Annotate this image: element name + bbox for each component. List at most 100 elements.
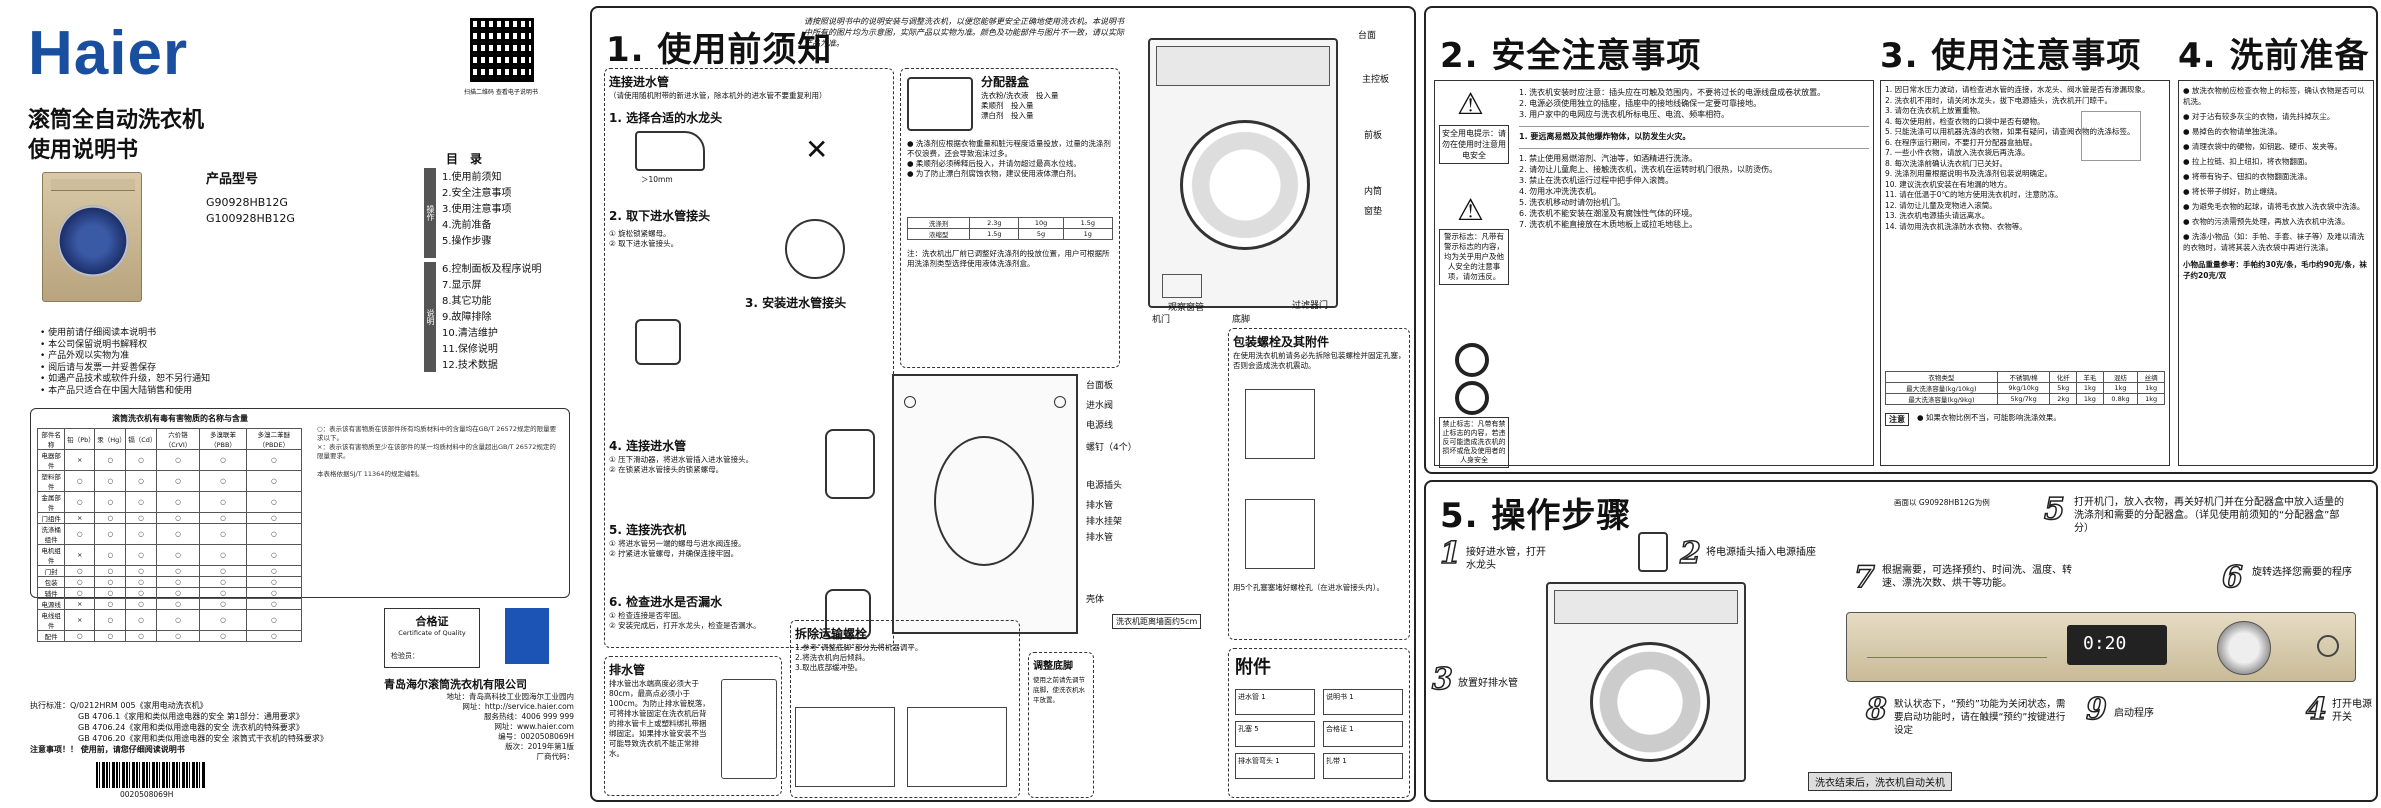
model-reference: 画面以 G90928HB12G为例 [1894,498,1990,507]
step-number: 5 [2043,491,2065,528]
safety-box: ⚠ 安全用电提示：请勿在使用时注意用电安全 ⚠ 警示标志：凡带有警示标志的内容，… [1434,80,1874,468]
certificate: 合格证 Certificate of Quality 检验员： [384,608,480,668]
machine-back-diagram [892,374,1078,634]
cert-inspector: 检验员： [391,652,419,660]
qr-caption: 扫描二维码 查看电子说明书 [464,89,538,96]
nut-icon [635,319,681,365]
toc-item[interactable]: 5.操作步骤 [442,236,492,247]
power-button[interactable] [2317,635,2339,657]
dispenser-box: 分配器盒 洗衣粉/洗衣液 投入量 柔顺剂 投入量 漂白剂 投入量 ● 洗涤剂应根… [900,68,1120,368]
toc-item[interactable]: 10.清洁维护 [442,328,498,339]
part-label: 主控板 [1362,75,1390,85]
wrong-tap-icon: ✕ [805,133,829,166]
toc-item[interactable]: 6.控制面板及程序说明 [442,264,542,275]
cover-title-2: 使用说明书 [28,138,139,163]
part-label: 底脚 [1232,315,1251,325]
section-5-title: 5. 操作步骤 [1440,496,1632,536]
prohibit-icon [1455,343,1489,377]
product-image [42,172,142,302]
model-2: G100928HB12G [206,212,295,225]
leveling-title: 调整底脚 [1033,661,1073,672]
section-1-panel: 1. 使用前须知 请按照说明书中的说明安装与调整洗衣机，以便您能够更安全正确地使… [590,6,1416,802]
back-part-label: 进水阀 [1086,401,1114,411]
operation-machine-diagram [1546,582,1746,782]
warn-prohibit: 禁止标志：凡带有禁止标志的内容，若违反可能造成洗衣机的损坏或危及使用者的人身安全 [1439,417,1509,468]
step-5: 5. 连接洗衣机 [609,523,687,537]
step-2: 2. 取下进水管接头 [609,209,711,223]
prohibit-icon-2 [1455,381,1489,415]
accessory-item: 进水管 1 [1235,689,1315,715]
section-1-intro: 请按照说明书中的说明安装与调整洗衣机，以便您能够更安全正确地使用洗衣机。本说明书… [804,17,1124,48]
back-part-label: 电源线 [1086,421,1114,431]
step-6: 6. 检查进水是否漏水 [609,595,723,609]
toc-group-2: 6.控制面板及程序说明 7.显示屏 8.其它功能 9.故障排除 10.清洁维护 … [442,262,542,374]
back-part-label: 台面板 [1086,381,1114,391]
toc-item[interactable]: 4.洗前准备 [442,220,492,231]
step-text-9: 启动程序 [2114,708,2154,719]
bolt-figure-1 [1245,389,1315,459]
accessory-item: 合格证 1 [1323,721,1403,747]
program-buttons[interactable] [1867,657,2047,671]
back-part-label: 排水管 [1086,501,1114,511]
prep-box: ● 放洗衣物前应检查衣物上的标签，确认衣物是否可以机洗。 ● 对于沾有较多灰尘的… [2178,80,2374,466]
toc-title: 目 录 [446,152,483,166]
note-badge: 注意 [1885,413,1909,426]
toc-item[interactable]: 11.保修说明 [442,344,498,355]
toc-item[interactable]: 2.安全注意事项 [442,188,512,199]
inlet-title: 连接进水管 [609,75,670,89]
toc-item[interactable]: 1.使用前须知 [442,172,502,183]
step-3: 3. 安装进水管接头 [745,296,847,310]
toc-item[interactable]: 9.故障排除 [442,312,492,323]
back-part-label: 排水挂架 [1086,517,1123,527]
accessory-item: 排水管弯头 1 [1235,753,1315,779]
control-panel: 0:20 [1846,612,2356,682]
step-4: 4. 连接进水管 [609,439,687,453]
blue-badge [505,608,549,664]
model-label: 产品型号 [206,172,259,187]
usage-note: • 使用前请仔细阅读本说明书 [40,328,157,338]
cert-title: 合格证 [415,615,449,628]
toc-item[interactable]: 7.显示屏 [442,280,482,291]
step-number: 4 [2305,691,2327,728]
dial-knob[interactable] [2217,621,2271,675]
brand-logo: Haier [28,19,189,88]
step-text-2: 将电源插头插入电源插座 [1706,547,1816,558]
hazard-table: 部件名称铅（Pb）汞（Hg）镉（Cd）六价铬（CrVI）多溴联苯（PBB）多溴二… [36,428,303,642]
section-1-title: 1. 使用前须知 [606,30,833,70]
unpack-figure-1 [795,707,895,787]
unpack-figure-2 [907,707,1007,787]
step-text-3: 放置好排水管 [1458,678,1518,689]
part-label: 内筒 [1364,187,1383,197]
step-text-8: 默认状态下，“预约”功能为关闭状态，需要启动功能时，请在触摸“预约”按键进行设定 [1894,699,2066,736]
toc-item[interactable]: 12.技术数据 [442,360,498,371]
toc-item[interactable]: 3.使用注意事项 [442,204,512,215]
step-number: 9 [2085,691,2107,728]
bolt-figure-2 [1245,499,1315,569]
accessory-item: 扎带 1 [1323,753,1403,779]
toc-side-1: 操作 [424,168,436,258]
toc-item[interactable]: 8.其它功能 [442,296,492,307]
accessories-box: 附件 进水管 1 说明书 1 孔塞 5 合格证 1 排水管弯头 1 扎带 1 [1228,648,1410,798]
read-note: 注意事项！！ 使用前，请您仔细阅读说明书 [30,745,185,754]
accessory-item: 孔塞 5 [1235,721,1315,747]
back-part-label: 壳体 [1086,595,1105,605]
usage-note: • 本产品只适合在中国大陆销售和使用 [40,385,193,396]
warn-electric: 安全用电提示：请勿在使用时注意用电安全 [1439,125,1509,164]
cert-subtitle: Certificate of Quality [398,629,466,637]
part-label: 窗垫 [1364,207,1383,217]
cover-panel: Haier 滚筒全自动洗衣机 使用说明书 产品型号 G90928HB12G G1… [0,0,580,808]
safety-rules: 1. 洗衣机安装时应注意：插头应在可触及范围内，不要将过长的电源线盘成卷状放置。… [1519,87,1869,230]
part-label: 前板 [1364,131,1383,141]
usage-note: • 产品外观以实物为准 [40,351,130,361]
step-number: 1 [1439,535,1461,572]
connector-icon [785,219,845,279]
dispenser-icon [907,77,973,131]
warn-caution: 警示标志：凡带有警示标志的内容，均为关乎用户及他人安全的注意事项，请勿违反。 [1439,229,1509,285]
usage-note: • 阅后请与发票一并妥善保存 [40,362,157,373]
section-4-title: 4. 洗前准备 [2178,36,2370,76]
hazard-table-title: 滚筒洗衣机有毒有害物质的名称与含量 [112,414,248,423]
wall-gap-note: 洗衣机距离墙面约5cm [1112,614,1202,629]
electric-warning-icon: ⚠ [1457,87,1484,122]
step-number: 2 [1679,535,1701,572]
